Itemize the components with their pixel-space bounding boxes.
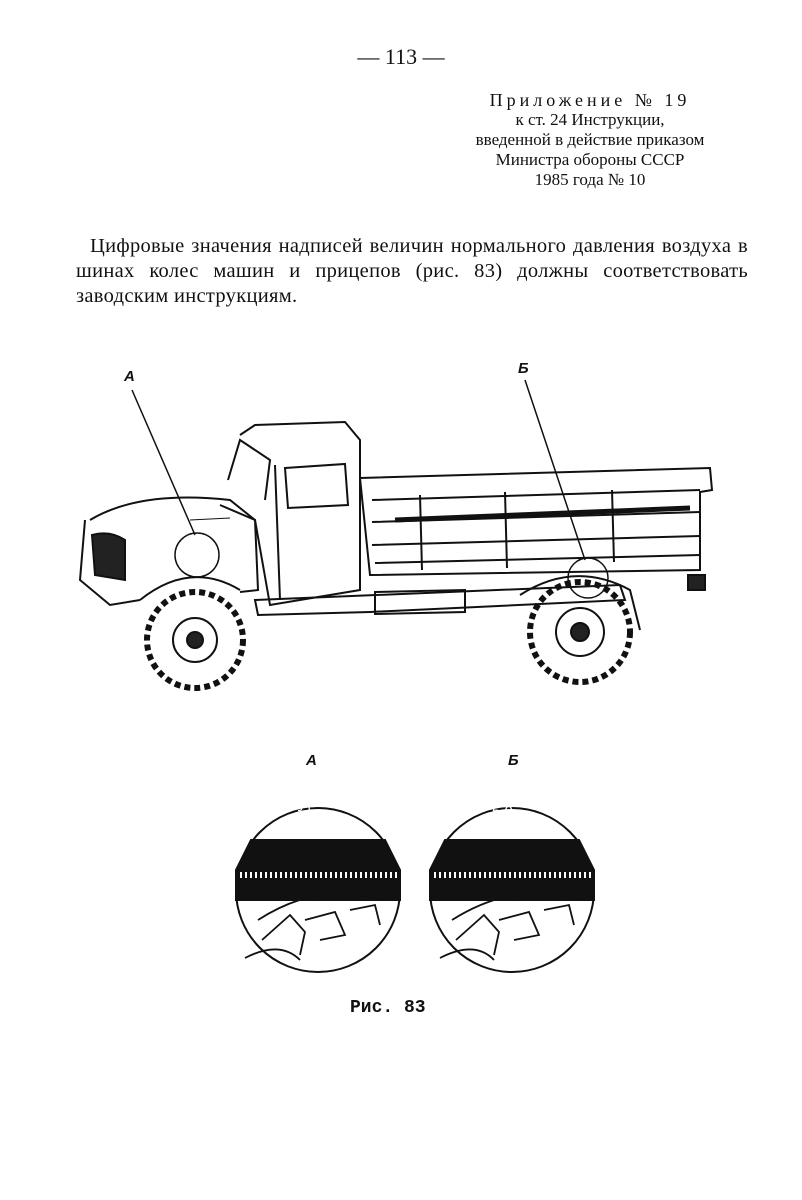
detail-b-label: Б	[508, 752, 519, 769]
appendix-title: Приложение № 19	[489, 90, 691, 110]
page-number: — 113 —	[357, 44, 445, 69]
detail-b-circle	[429, 807, 595, 973]
body-paragraph: Цифровые значения надписей величин норма…	[76, 235, 748, 307]
detail-a-circle	[235, 807, 401, 973]
figure-caption: Рис. 83	[350, 998, 426, 1018]
detail-b-pressure-value: 5.0	[492, 803, 513, 820]
detail-a-pressure-value: 3.5	[295, 803, 316, 820]
callout-b-label: Б	[518, 360, 529, 377]
callout-a-label: А	[124, 368, 135, 385]
detail-a-label: А	[306, 752, 317, 769]
appendix-line: к ст. 24 Инструкции,	[515, 110, 665, 129]
appendix-line: Министра обороны СССР	[495, 150, 685, 169]
appendix-line: 1985 года № 10	[534, 170, 646, 189]
appendix-note: Приложение № 19 к ст. 24 Инструкции, вве…	[470, 90, 710, 190]
appendix-line: введенной в действие приказом	[475, 130, 705, 149]
